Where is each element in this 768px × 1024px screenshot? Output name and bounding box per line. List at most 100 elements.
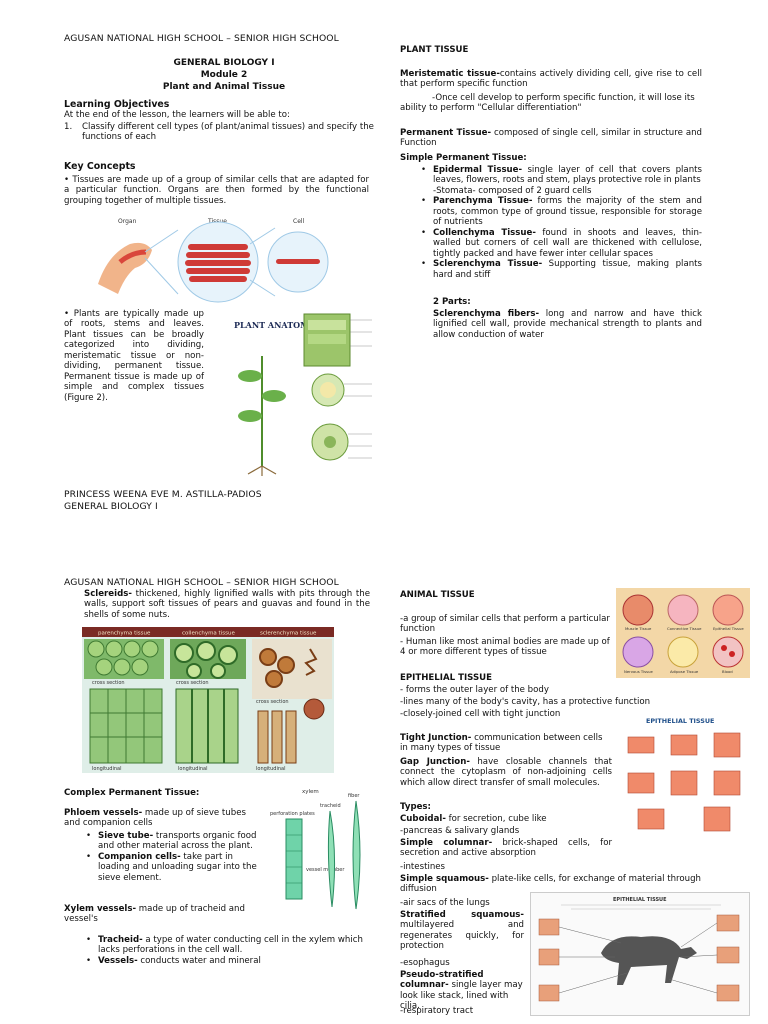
xylem-term: Xylem vessels- (64, 904, 137, 914)
plant-anatomy-svg: PLANT ANATOMY (234, 313, 372, 476)
plant-anatomy-figure: PLANT ANATOMY (222, 306, 386, 476)
epithelial-body-title: EPITHELIAL TISSUE (613, 897, 667, 903)
collenchyma-header: collenchyma tissue (182, 631, 235, 637)
fig1-label-cell: Cell (293, 218, 305, 225)
meristematic-text: Meristematic tissue-contains actively di… (400, 69, 702, 90)
stomata-note: -Stomata- composed of 2 guard cells (433, 185, 592, 196)
plant-leaf (238, 410, 262, 422)
tracheid-label: tracheid (320, 803, 341, 809)
animal-def-1: -a group of similar cells that perform a… (400, 614, 610, 635)
module-number: Module 2 (200, 70, 248, 80)
pseudostratified-def: single layer may look like stack, lined … (400, 980, 523, 1012)
gap-junction-text: Gap Junction- have closable channels tha… (400, 757, 612, 788)
single-cell (276, 259, 320, 264)
stem-core (320, 382, 336, 398)
dog-silhouette (601, 936, 697, 985)
epidermal-term: Epidermal Tissue- (433, 165, 523, 175)
simple-tissue-list: Epidermal Tissue- single layer of cell t… (419, 165, 702, 280)
simple-permanent-heading: Simple Permanent Tissue: (400, 153, 527, 163)
zoom-line (144, 229, 179, 253)
simple-squamous-example: -air sacs of the lungs (400, 898, 490, 908)
sclerenchyma-fibers-term: Sclerenchyma fibers- (433, 309, 540, 319)
simple-columnar-text: Simple columnar- brick-shaped cells, for… (400, 838, 612, 859)
epithelial-heading: EPITHELIAL TISSUE (400, 673, 492, 683)
collenchyma-panel: cross section longitudinal (170, 639, 246, 772)
list-item: Parenchyma Tissue- forms the majority of… (419, 196, 702, 227)
stratified-squamous-example: -esophagus (400, 958, 450, 968)
vessel-column (285, 818, 303, 900)
xylem-text: Xylem vessels- made up of tracheid and v… (64, 904, 264, 925)
xylem-list: Tracheid- a type of water conducting cel… (84, 935, 374, 967)
cuboidal-term: Cuboidal- (400, 814, 446, 824)
fig1-label-organ: Organ (118, 218, 137, 225)
phloem-def: made up of sieve tubes and companion cel… (64, 808, 246, 829)
tight-junction-def: communication between cells in many type… (400, 733, 603, 754)
animal-tissue-types-figure: Muscle Tissue Connective Tissue Epitheli… (616, 588, 750, 678)
blood-label: Blood (722, 669, 733, 674)
epithelial-tissue-circle (712, 594, 744, 626)
phloem-text: Phloem vessels- made up of sieve tubes a… (64, 808, 264, 829)
connective-tissue-circle (667, 594, 699, 626)
cuboidal-def: for secretion, cube like (445, 814, 547, 824)
sclerenchyma-fibers-text: Sclerenchyma fibers- long and narrow and… (433, 309, 702, 340)
school-header: AGUSAN NATIONAL HIGH SCHOOL – SENIOR HIG… (64, 33, 339, 44)
arm-muscle (118, 249, 147, 264)
companion-cells-term: Companion cells- (98, 851, 181, 862)
zoom-line (249, 279, 276, 297)
collenchyma-cross-label: cross section (176, 680, 209, 686)
epithelial-line-2: -lines many of the body's cavity, has a … (400, 697, 651, 707)
parenchyma-def: forms the majority of the stem and roots… (433, 196, 702, 228)
pseudostratified-text: Pseudo-stratified columnar- single layer… (400, 970, 526, 1012)
fig1-label-tissue: Tissue (207, 218, 227, 225)
epithelial-body-figure: EPITHELIAL TISSUE (530, 892, 750, 1016)
simple-squamous-def: plate-like cells, for exchange of materi… (400, 874, 702, 895)
module-title: Plant and Animal Tissue (162, 82, 286, 92)
muscle-fibers (185, 244, 251, 282)
fiber-shape (352, 800, 361, 910)
figure-header-bar (82, 627, 334, 637)
plant-tissue-heading: PLANT TISSUE (400, 45, 469, 55)
xylem-svg: xylem tracheid fiber perforation plates … (270, 789, 361, 910)
simple-columnar-term: Simple columnar- (400, 838, 493, 848)
parenchyma-header: parenchyma tissue (98, 631, 151, 637)
sclerenchyma-header: sclerenchyma tissue (260, 631, 317, 637)
muscle-tissue-circle (622, 594, 654, 626)
phloem-list: Sieve tube- transports organic food and … (84, 831, 264, 883)
sclereids-term: Sclereids- (84, 589, 132, 599)
organ-tissue-cell-figure: Organ Tissue Cell (90, 214, 330, 304)
tight-junction-term: Tight Junction- (400, 733, 472, 743)
leaf-layer (308, 320, 346, 330)
cuboidal-text: Cuboidal- for secretion, cube like (400, 814, 700, 824)
plant-tissue-comparison-svg: parenchyma tissue collenchyma tissue scl… (82, 627, 334, 772)
key-concept-p1: • Tissues are made up of a group of simi… (64, 175, 369, 206)
list-item: Sclerenchyma Tissue- Supporting tissue, … (419, 259, 702, 280)
vessel-member-label: vessel member (306, 867, 345, 873)
key-concepts-heading: Key Concepts (64, 161, 136, 172)
list-item: Collenchyma Tissue- found in shoots and … (419, 228, 702, 259)
epithelial-insets (538, 914, 740, 1002)
epithelial-types-figure: EPITHELIAL TISSUE (618, 713, 750, 838)
list-item: Vessels- conducts water and mineral (84, 955, 374, 967)
epithelial-line-3: -closely-joined cell with tight junction (400, 709, 561, 719)
gap-junction-def: have closable channels that connect the … (400, 757, 612, 788)
collenchyma-long-label: longitudinal (178, 766, 208, 772)
plant-leaf (238, 370, 262, 382)
organ-tissue-cell-svg: Organ Tissue Cell (98, 218, 329, 303)
adipose-tissue-label: Adipose Tissue (670, 669, 699, 674)
school-header-2: AGUSAN NATIONAL HIGH SCHOOL – SENIOR HIG… (64, 577, 339, 588)
epidermal-def: single layer of cell that covers plants … (433, 165, 702, 186)
connective-tissue-label: Connective Tissue (667, 626, 702, 631)
vessels-term: Vessels- (98, 955, 138, 966)
cuboidal-example: -pancreas & salivary glands (400, 826, 520, 836)
lo-item: Classify different cell types (of plant/… (82, 122, 374, 143)
epithelial-types-svg: EPITHELIAL TISSUE (627, 717, 741, 832)
doc-title: GENERAL BIOLOGY I (173, 58, 275, 68)
parenchyma-cross-label: cross section (92, 680, 125, 686)
parenchyma-long-label: longitudinal (92, 766, 122, 772)
sclerenchyma-term: Sclerenchyma Tissue- (433, 259, 543, 270)
parenchyma-term: Parenchyma Tissue- (433, 196, 533, 207)
epithelial-tissue-label: Epithelial Tissue (713, 626, 744, 631)
plant-anatomy-title: PLANT ANATOMY (234, 320, 315, 330)
list-item: Tracheid- a type of water conducting cel… (84, 935, 374, 956)
tracheid-shape (327, 810, 336, 908)
